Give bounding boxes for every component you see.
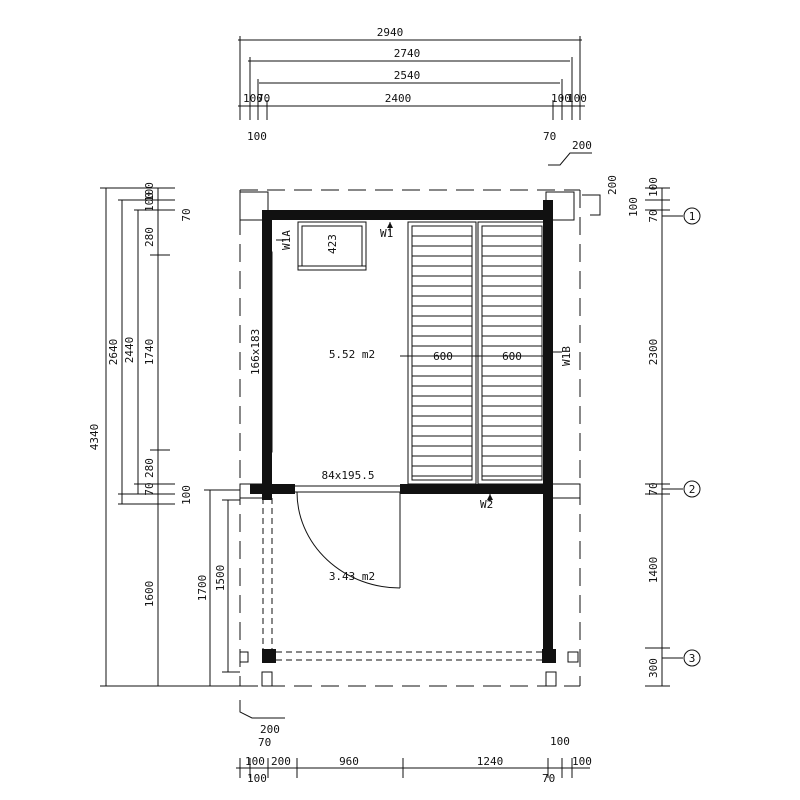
dim-bottom-200-left: 200 (271, 755, 291, 768)
shelf-left-width: 600 (433, 350, 453, 363)
dim-bottom-200: 200 (260, 723, 280, 736)
axis-1-label: 1 (689, 210, 696, 223)
dim-top-right-100b: 100 (567, 92, 587, 105)
dim-1700: 1700 (196, 575, 209, 602)
dim-70-top: 70 (180, 208, 193, 221)
dim-280-top: 280 (143, 227, 156, 247)
dim-280-bottom: 280 (143, 458, 156, 478)
left-dimension-chain: 4340 2640 2440 1740 280 280 70 100 100 7… (88, 182, 240, 687)
dim-2540: 2540 (394, 69, 421, 82)
dim-2740: 2740 (394, 47, 421, 60)
dim-100-mid: 100 (180, 485, 193, 505)
dim-right-100b: 100 (627, 197, 640, 217)
post-bottom-left (262, 649, 276, 663)
dim-bottom-100-r1: 100 (550, 735, 570, 748)
wall-middle-left (250, 484, 295, 494)
dim-bottom-70: 70 (258, 736, 271, 749)
dim-1600: 1600 (143, 581, 156, 608)
dim-right-300: 300 (647, 658, 660, 678)
dim-right-70-mid: 70 (647, 482, 660, 495)
dim-top-right-100a: 100 (551, 92, 571, 105)
dim-bottom-100-left: 100 (245, 755, 265, 768)
dim-1740: 1740 (143, 339, 156, 366)
bench-width: 423 (326, 234, 339, 254)
bench (297, 221, 367, 271)
top-dimension-chain: 2940 2740 2540 2400 100 70 100 100 100 7… (238, 26, 592, 166)
dim-corner-200: 200 (572, 139, 592, 152)
dim-right-2300: 2300 (647, 339, 660, 366)
dim-right-200: 200 (606, 175, 619, 195)
dim-top-left-100: 100 (243, 92, 263, 105)
main-room-area: 5.52 m2 (329, 348, 375, 361)
dim-100-top2: 100 (143, 192, 156, 212)
dim-right-100a: 100 (647, 177, 660, 197)
section-w1a: W1A (280, 230, 293, 250)
wall-middle-right (400, 484, 550, 494)
dim-right-70: 70 (647, 209, 660, 222)
dim-bottom-100-under: 100 (247, 772, 267, 785)
section-w1: W1 (380, 227, 393, 240)
dim-70-bottom: 70 (143, 482, 156, 495)
dim-4340: 4340 (88, 424, 101, 451)
dim-2400: 2400 (385, 92, 412, 105)
post-bottom-right (542, 649, 556, 663)
wall-right (543, 200, 553, 650)
dim-2440: 2440 (123, 337, 136, 364)
dim-right-1400: 1400 (647, 557, 660, 584)
axis-3-label: 3 (689, 652, 696, 665)
dim-under-left-100: 100 (247, 130, 267, 143)
window-left-size: 166x183 (249, 329, 262, 375)
dim-top-left-70: 70 (257, 92, 270, 105)
dim-bottom-960: 960 (339, 755, 359, 768)
right-dimension-chain: 200 100 100 70 2300 70 1400 300 (582, 175, 670, 687)
dim-2640: 2640 (107, 339, 120, 366)
shelf-right-width: 600 (502, 350, 522, 363)
shelf-left (407, 221, 477, 485)
wall-top (262, 210, 550, 220)
dim-100-top: 100 (143, 182, 156, 202)
dim-2940: 2940 (377, 26, 404, 39)
dim-bottom-100-r2: 100 (572, 755, 592, 768)
door-size: 84x195.5 (322, 469, 375, 482)
section-w1b: W1B (560, 346, 573, 366)
dim-bottom-70-under: 70 (542, 772, 555, 785)
shelf-right (477, 221, 547, 485)
building: 166x183 W1A 423 W1 600 600 W1B 5.52 m2 (239, 189, 581, 687)
terrace-area: 3.43 m2 (329, 570, 375, 583)
door-swing (296, 491, 401, 589)
axis-markers: 1 2 3 (662, 207, 701, 667)
wall-left (262, 210, 272, 500)
dim-1500: 1500 (214, 565, 227, 592)
bottom-dimension-chain: 200 70 100 200 960 1240 100 100 100 70 (236, 700, 592, 785)
dim-under-right-70: 70 (543, 130, 556, 143)
dim-bottom-1240: 1240 (477, 755, 504, 768)
axis-2-label: 2 (689, 483, 696, 496)
